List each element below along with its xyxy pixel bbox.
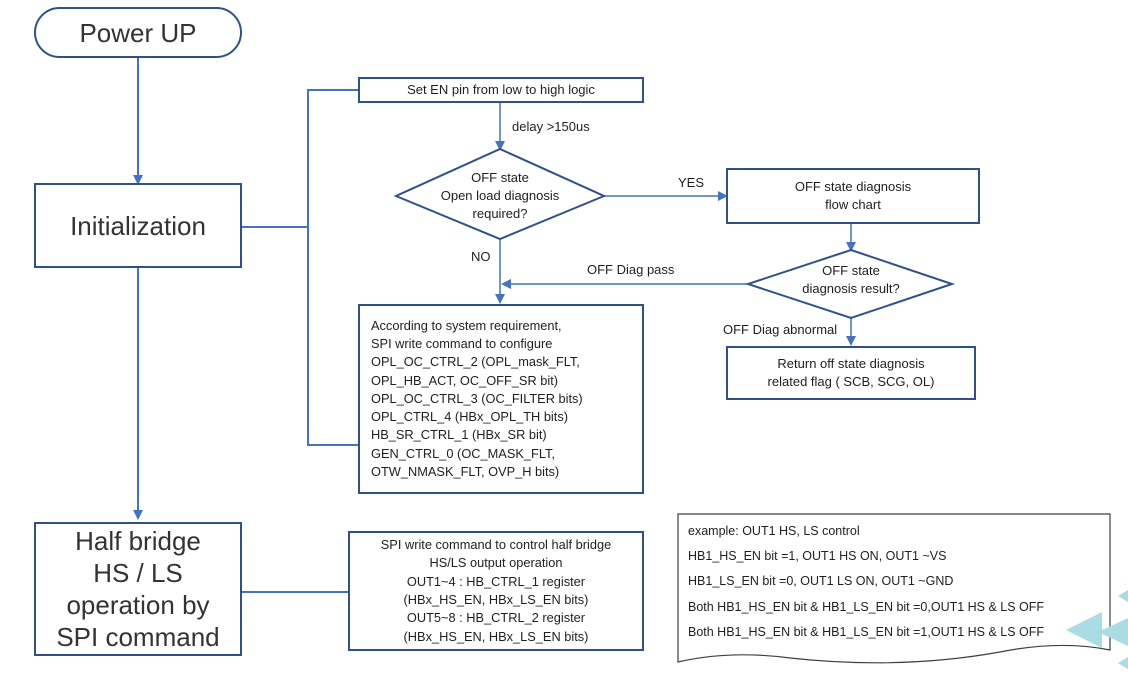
config-text: According to system requirement, SPI wri… (371, 317, 583, 481)
delay-label: delay >150us (512, 119, 590, 134)
decision-diamond-result (744, 248, 956, 320)
example-line: HB1_LS_EN bit =0, OUT1 LS ON, OUT1 ~GND (688, 574, 954, 588)
off-diag-flowchart-box: OFF state diagnosis flow chart (726, 168, 980, 224)
initialization-label: Initialization (70, 210, 206, 241)
yes-label: YES (678, 175, 705, 190)
config-line: According to system requirement, (371, 318, 562, 334)
power-up-terminator: Power UP (34, 7, 242, 58)
example-line: HB1_HS_EN bit =1, OUT1 HS ON, OUT1 ~VS (688, 549, 947, 563)
half-bridge-box: Half bridge HS / LS operation by SPI com… (34, 522, 242, 656)
return-flag-box: Return off state diagnosis related flag … (726, 346, 976, 400)
decision-result-text: OFF state diagnosis result? (802, 263, 900, 296)
off-diag-flowchart-label: OFF state diagnosis flow chart (794, 179, 912, 212)
example-note-shape (677, 513, 1111, 664)
example-line: Both HB1_HS_EN bit & HB1_LS_EN bit =1,OU… (688, 625, 1045, 639)
config-line: OPL_CTRL_4 (HBx_OPL_TH bits) (371, 409, 568, 425)
spi-text: SPI write command to control half bridge… (381, 536, 611, 646)
spi-line: SPI write command to control half bridge (380, 537, 612, 553)
initialization-box: Initialization (34, 183, 242, 268)
off-diag-pass-label: OFF Diag pass (587, 262, 675, 277)
decision-openload-text: OFF state Open load diagnosis required? (440, 170, 560, 221)
config-line: GEN_CTRL_0 (OC_MASK_FLT, (371, 445, 555, 461)
no-label: NO (471, 249, 491, 264)
decoration-triangles (1066, 590, 1128, 669)
config-line: OPL_HB_ACT, OC_OFF_SR bit) (371, 372, 559, 388)
return-flag-label: Return off state diagnosis related flag … (767, 356, 935, 389)
spi-line: OUT1~4 : HB_CTRL_1 register (406, 573, 586, 589)
half-bridge-label: Half bridge HS / LS operation by SPI com… (56, 526, 220, 652)
spi-line: (HBx_HS_EN, HBx_LS_EN bits) (403, 592, 589, 607)
config-line: OTW_NMASK_FLT, OVP_H bits) (371, 463, 560, 479)
power-up-label: Power UP (79, 17, 197, 48)
spi-line: OUT5~8 : HB_CTRL_2 register (406, 610, 586, 626)
example-line: Both HB1_HS_EN bit & HB1_LS_EN bit =0,OU… (688, 600, 1045, 614)
off-diag-abnormal-label: OFF Diag abnormal (723, 322, 838, 337)
set-en-label: Set EN pin from low to high logic (407, 82, 595, 97)
example-line: example: OUT1 HS, LS control (688, 524, 860, 538)
config-line: OPL_OC_CTRL_2 (OPL_mask_FLT, (371, 354, 580, 370)
config-line: SPI write command to configure (371, 336, 553, 352)
spi-line: (HBx_HS_EN, HBx_LS_EN bits) (403, 628, 589, 644)
config-line: HB_SR_CTRL_1 (HBx_SR bit) (371, 427, 547, 443)
decision-diamond-openload (393, 147, 607, 241)
config-line: OPL_OC_CTRL_3 (OC_FILTER bits) (371, 390, 583, 406)
config-box: According to system requirement, SPI wri… (358, 304, 644, 494)
bracket-vertical (307, 89, 358, 446)
spi-line: HS/LS output operation (429, 555, 563, 571)
set-en-box: Set EN pin from low to high logic (358, 77, 644, 103)
spi-control-box: SPI write command to control half bridge… (348, 531, 644, 651)
